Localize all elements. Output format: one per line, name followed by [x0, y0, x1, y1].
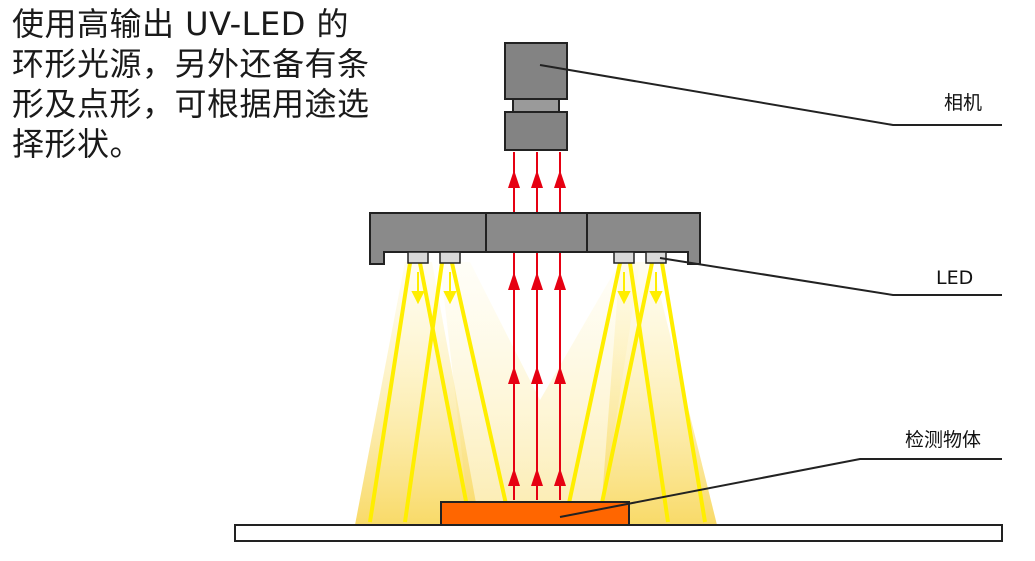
reflected-red-rays: [513, 152, 561, 500]
object-label: 检测物体: [905, 429, 982, 451]
left-light-glow: [355, 262, 480, 525]
camera-body: [504, 42, 568, 100]
led-leader: [659, 257, 1002, 296]
right-yellow-beams: [563, 262, 707, 523]
led-chips: [407, 251, 667, 264]
object-leader: [559, 458, 1002, 518]
camera: [504, 42, 568, 151]
camera-label: 相机: [944, 92, 983, 114]
ray-arrowheads: [508, 170, 566, 486]
camera-lens: [504, 111, 568, 151]
center-light-glow: [440, 262, 640, 525]
led-emission-arrows: [411, 272, 663, 305]
led-label: LED: [936, 267, 974, 289]
callout-lines: [539, 64, 1002, 518]
description-text: 使用高输出 UV-LED 的环形光源，另外还备有条形及点形，可根据用途选择形状。: [12, 5, 370, 163]
camera-neck: [512, 98, 560, 113]
inspection-object: [440, 501, 630, 526]
base-plate: [234, 524, 1003, 542]
camera-leader: [539, 64, 1002, 126]
left-yellow-beams: [368, 262, 512, 523]
